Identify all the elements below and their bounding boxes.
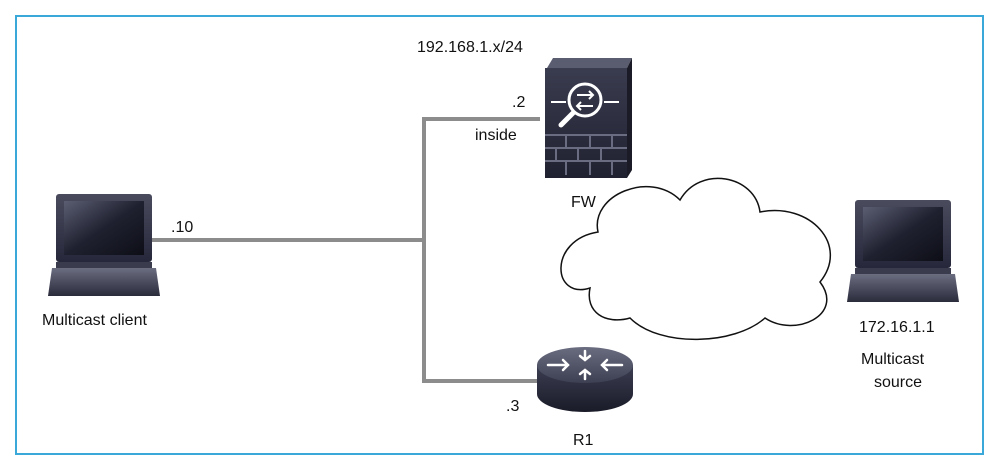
router-ip-label: .3 <box>506 398 520 415</box>
laptop-icon <box>847 200 959 302</box>
cloud-icon <box>560 177 832 341</box>
diagram-frame <box>15 15 984 455</box>
link-router <box>422 240 537 383</box>
firewall-icon <box>545 58 632 178</box>
laptop-icon <box>48 194 160 296</box>
router-icon <box>537 347 633 412</box>
router-name-label: R1 <box>573 432 594 449</box>
subnet-label: 192.168.1.x/24 <box>417 39 523 56</box>
client-ip-label: .10 <box>171 219 194 236</box>
client-name-label: Multicast client <box>42 312 147 329</box>
link-firewall <box>422 117 540 240</box>
source-name-line2: source <box>874 374 923 391</box>
inside-interface-label: inside <box>475 127 517 144</box>
firewall-name-label: FW <box>571 194 596 211</box>
source-ip-label: 172.16.1.1 <box>859 319 935 336</box>
firewall-ip-label: .2 <box>512 94 526 111</box>
network-links <box>150 117 540 383</box>
source-name-line1: Multicast <box>861 351 925 368</box>
